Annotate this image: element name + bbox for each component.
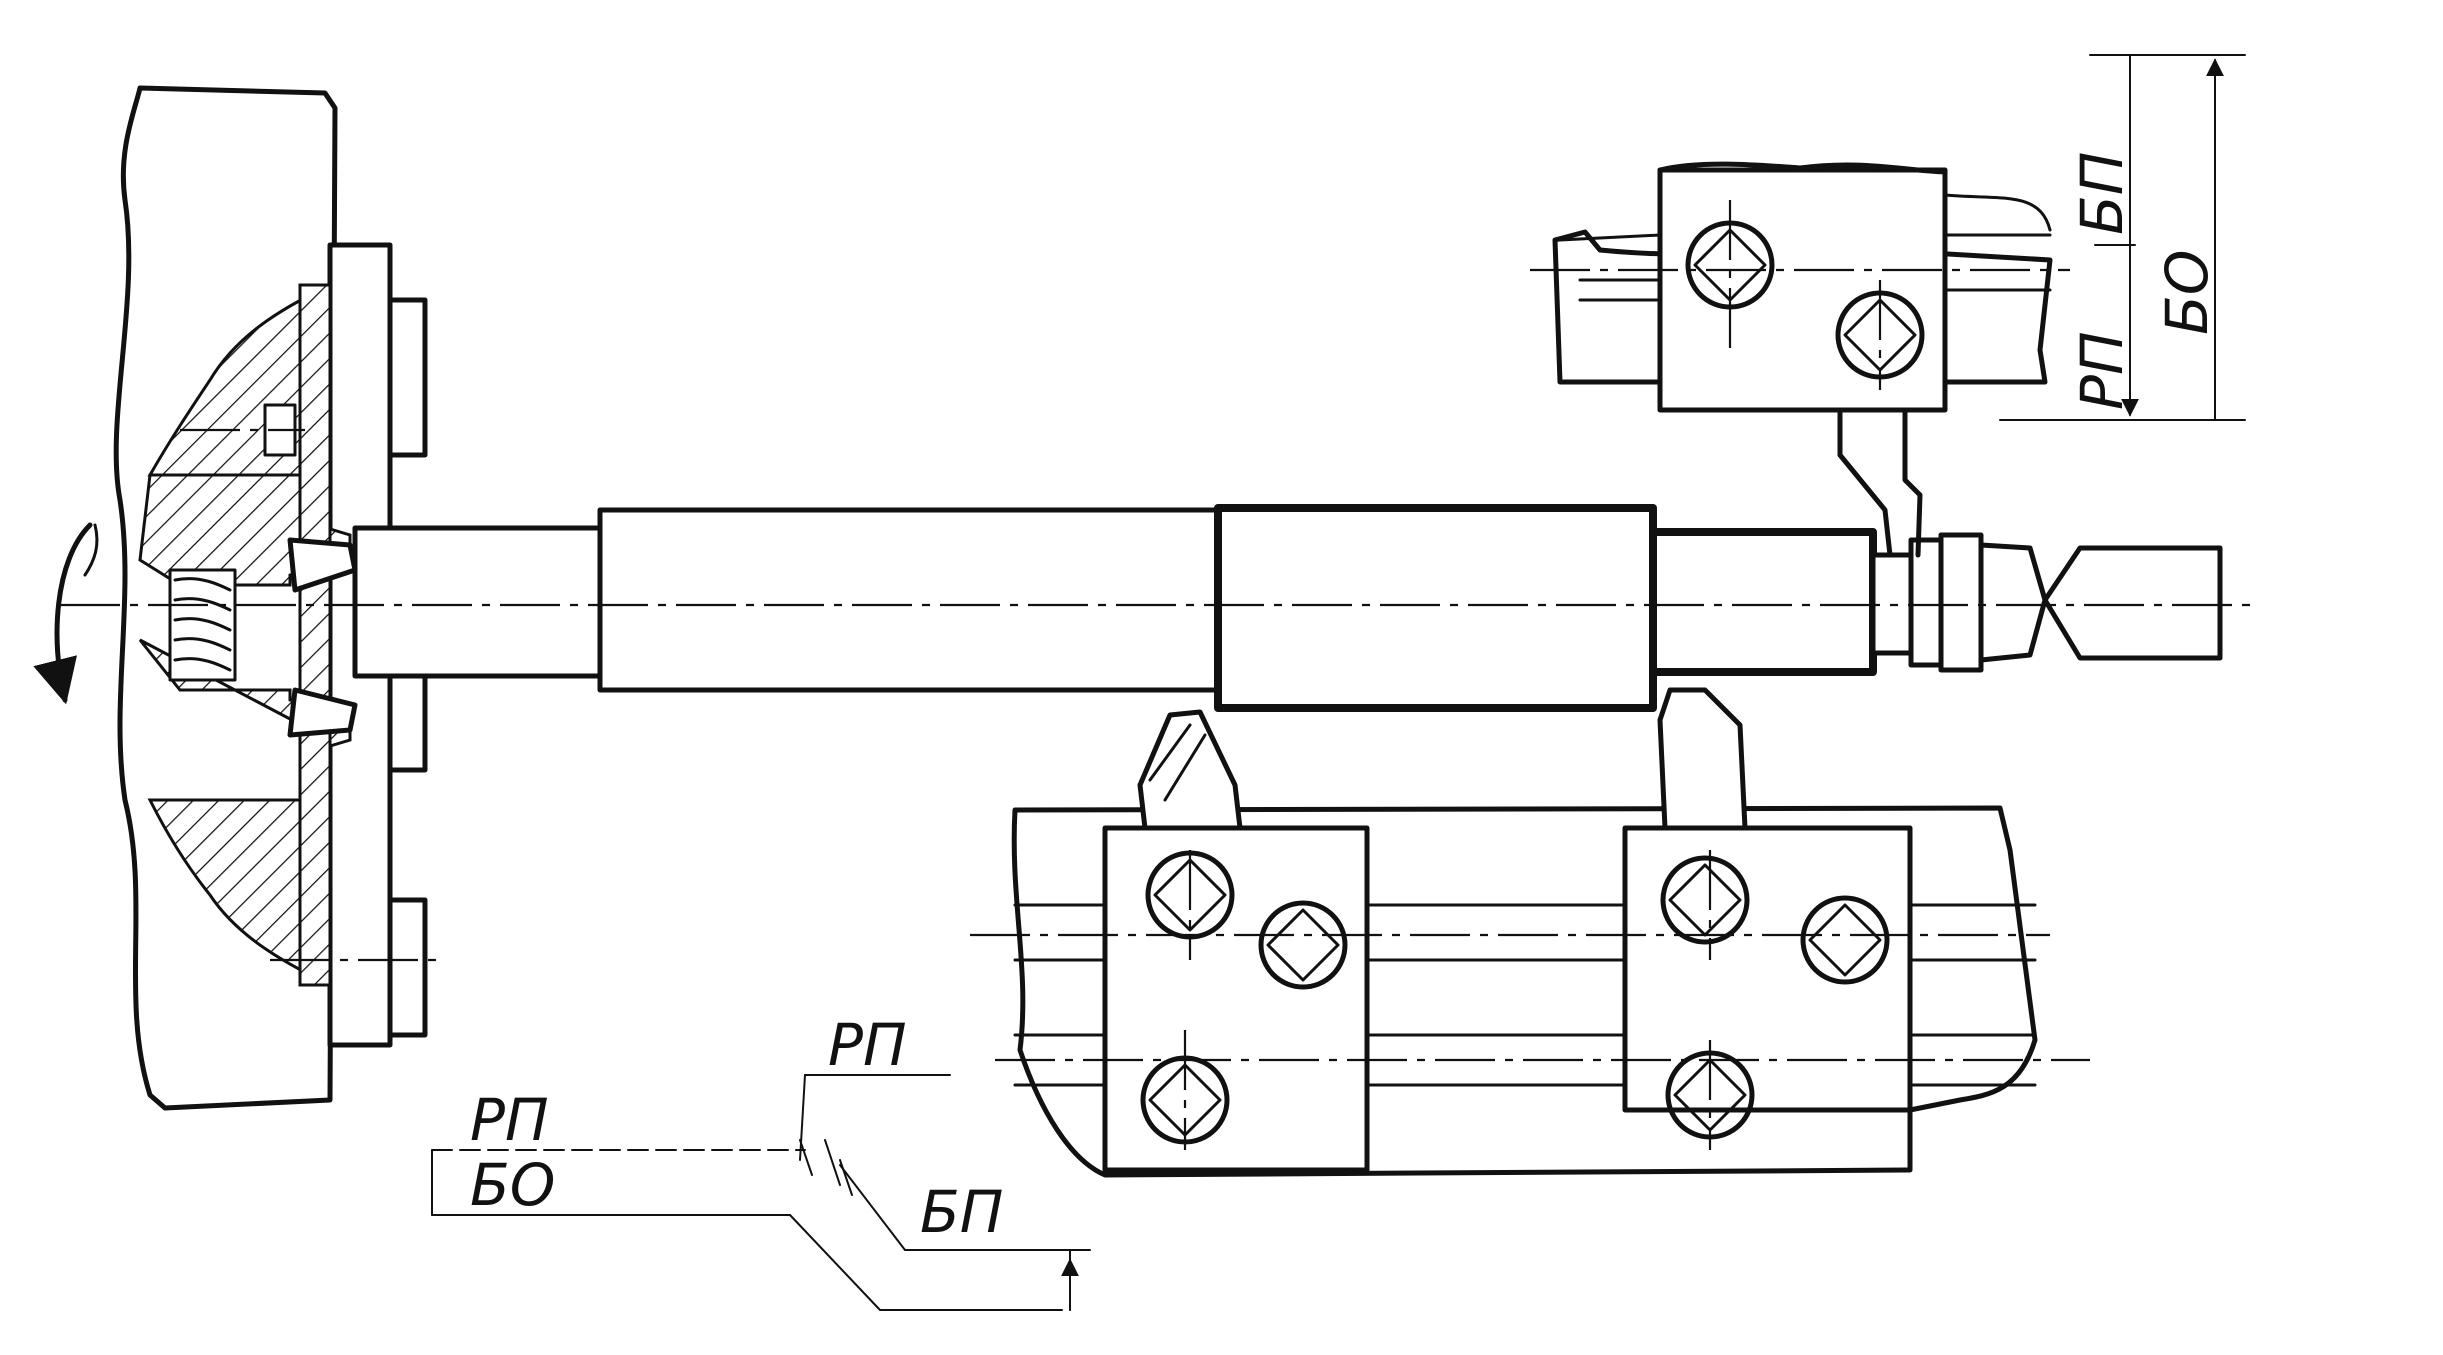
- top-dimension-scheme: [1999, 54, 2246, 421]
- bottom-left-lower-label: БО: [470, 1151, 555, 1219]
- workpiece-shaft: [60, 504, 2260, 712]
- bottom-top-label: РП: [828, 1011, 907, 1079]
- lower-carriage: [970, 687, 2090, 1178]
- bottom-dimension-scheme: [431, 1074, 1091, 1311]
- upper-tool-holder: [1530, 161, 2070, 558]
- spindle-faceplate: [33, 85, 440, 1111]
- bottom-right-label: БП: [920, 1178, 1003, 1246]
- top-right-label: БО: [2153, 250, 2221, 335]
- top-left-label: БП: [2068, 152, 2136, 235]
- top-bottom-label: РП: [2068, 331, 2136, 410]
- bottom-left-upper-label: РП: [470, 1086, 549, 1154]
